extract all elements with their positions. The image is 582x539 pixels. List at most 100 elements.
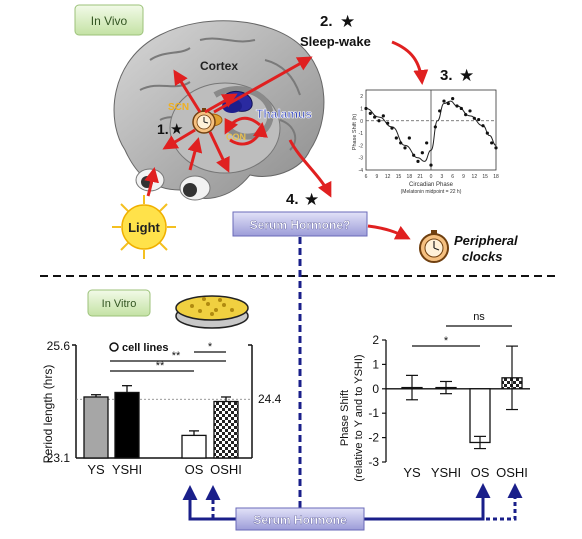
prc-data-point <box>446 101 450 106</box>
prc-data-point <box>377 119 381 123</box>
step-3-star-icon: ★ <box>459 66 474 85</box>
in-vitro-label-box: In Vitro <box>87 289 151 317</box>
cortex-label: Cortex <box>200 59 238 73</box>
step-3-label: 3. <box>440 67 453 84</box>
step-1-label: 1. <box>157 121 169 137</box>
sun-icon <box>112 195 176 259</box>
thalamus-label: Thalamus <box>256 107 312 121</box>
prc-xtick-label: 9 <box>375 174 378 180</box>
phase-sig-label: ns <box>473 311 485 323</box>
prc-data-point <box>438 109 442 113</box>
period-right-tick-label: 24.4 <box>258 392 282 406</box>
phase-ytick-label: 1 <box>372 357 379 371</box>
prc-data-point <box>399 141 403 145</box>
sleep-to-prc-arrow <box>391 40 429 85</box>
prc-data-point <box>425 141 429 145</box>
prc-data-point <box>433 125 437 129</box>
phase-category-label: OSHI <box>496 465 528 480</box>
phase-category-label: YSHI <box>431 465 461 480</box>
phase-ylabel: Phase Shift <box>339 390 351 446</box>
serum-hormone-box: Serum Hormone <box>235 507 365 531</box>
phase-ytick-label: 2 <box>372 333 379 347</box>
prc-data-point <box>455 104 459 108</box>
prc-data-point <box>481 124 485 128</box>
period-ytick-label: 23.1 <box>47 451 71 465</box>
step-1-star-icon: ★ <box>170 121 183 138</box>
step-2-label: 2. <box>320 13 333 30</box>
prc-ytick-label: 2 <box>360 94 363 100</box>
prc-data-point <box>451 97 455 101</box>
peripheral-label-line2: clocks <box>462 249 502 264</box>
prc-xtick-label: 0 <box>430 174 433 180</box>
period-ytick-label: 25.6 <box>47 339 71 353</box>
sleep-wake-label: Sleep-wake <box>300 34 371 49</box>
phase-ylabel-note: (relative to Y and to YSHI) <box>353 354 365 481</box>
period-bar <box>83 396 109 459</box>
prc-data-point <box>442 99 446 103</box>
phase-shift-chart: Phase Shift (relative to Y and to YSHI) … <box>339 311 530 482</box>
scn-clock-icon <box>192 108 216 134</box>
period-category-label: YSHI <box>112 462 142 477</box>
phase-category-label: OS <box>471 465 490 480</box>
prc-xtick-label: 18 <box>493 174 499 180</box>
period-sig-label: ** <box>156 360 165 372</box>
prc-xtick-label: 21 <box>417 174 423 180</box>
prc-fit-curve <box>365 100 497 162</box>
petri-dish-icon <box>175 295 249 329</box>
step-4-label: 4. <box>286 191 299 208</box>
prc-xtick-label: 9 <box>462 174 465 180</box>
phase-ytick-label: -3 <box>368 455 379 469</box>
prc-ytick-label: 0 <box>360 119 363 125</box>
peripheral-clock-icon <box>419 230 449 263</box>
prc-data-point <box>494 146 498 150</box>
period-sig-label: ** <box>172 350 181 362</box>
step-2: 2. ★ <box>320 12 355 31</box>
prc-data-point <box>472 116 476 120</box>
bottom-hormone-links <box>182 483 523 521</box>
prc-xtick-label: 12 <box>472 174 478 180</box>
prc-data-point <box>386 121 390 125</box>
period-category-label: OS <box>185 462 204 477</box>
prc-data-point <box>464 113 468 117</box>
prc-data-point <box>485 131 489 135</box>
prc-xtick-label: 15 <box>396 174 402 180</box>
period-category-label: OSHI <box>210 462 242 477</box>
to-peripheral-arrow <box>367 224 411 240</box>
prc-data-point <box>407 136 411 140</box>
prc-xtick-label: 3 <box>440 174 443 180</box>
legend-label: cell lines <box>122 342 168 354</box>
in-vitro-label: In Vitro <box>102 298 137 310</box>
prc-data-point <box>468 109 472 113</box>
prc-data-point <box>394 136 398 140</box>
prc-data-point <box>390 126 394 130</box>
serum-hormone-question-box: Serum Hormone? <box>232 211 368 237</box>
prc-data-point <box>416 159 420 163</box>
period-legend: cell lines <box>109 342 168 354</box>
in-vivo-label-box: In Vivo <box>74 4 144 36</box>
prc-data-point <box>403 146 407 150</box>
period-category-label: YS <box>87 462 105 477</box>
prc-ytick-label: -4 <box>359 168 364 174</box>
period-bar <box>213 400 239 459</box>
prc-xtick-label: 6 <box>451 174 454 180</box>
phase-ytick-label: -1 <box>368 406 379 420</box>
step-3: 3. ★ <box>440 66 474 85</box>
prc-xtick-label: 18 <box>407 174 413 180</box>
prc-data-point <box>420 151 424 155</box>
period-ylabel: Period length (hrs) <box>41 365 55 464</box>
prc-xtick-label: 6 <box>365 174 368 180</box>
prc-data-point <box>364 106 368 111</box>
serum-hormone-label: Serum Hormone <box>253 513 347 527</box>
scn-label: SCN <box>168 102 189 113</box>
serum-hormone-question-label: Serum Hormone? <box>250 218 351 232</box>
prc-data-point <box>477 117 481 122</box>
ovlt-label: CON <box>226 132 246 142</box>
light-arrow <box>144 167 160 197</box>
phase-ytick-label: 0 <box>372 382 379 396</box>
prc-xlabel: Circadian Phase <box>409 182 454 188</box>
prc-data-point <box>381 114 385 118</box>
light-label: Light <box>128 220 160 235</box>
